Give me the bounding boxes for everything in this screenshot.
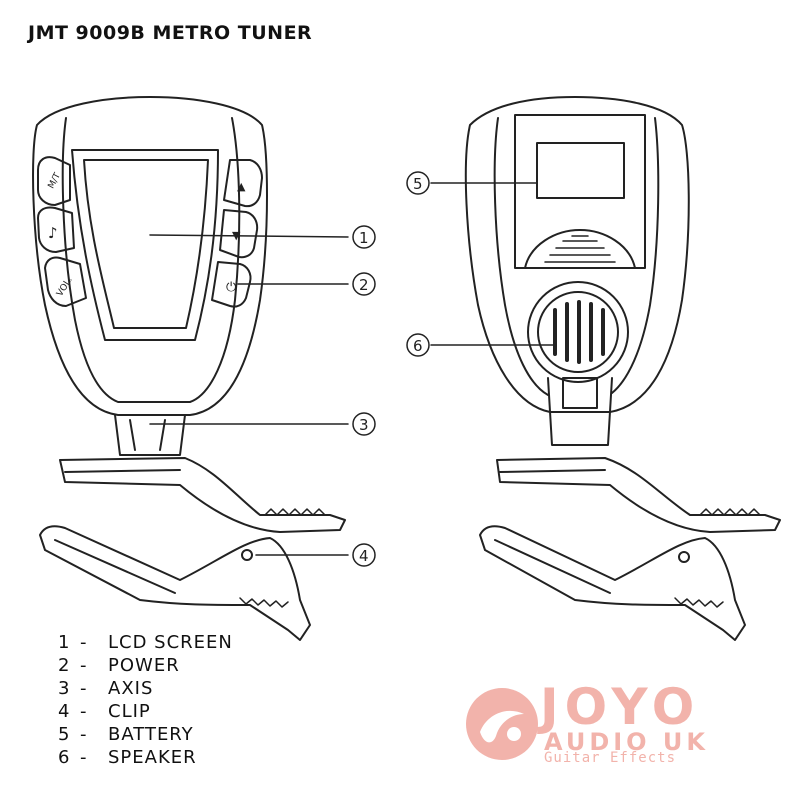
page-title: JMT 9009B METRO TUNER	[28, 22, 313, 44]
callout-3	[352, 412, 376, 436]
front-view: M/T ♪ VOL. ▲ ▼ ⏻	[32, 96, 349, 641]
legend-label: SPEAKER	[108, 747, 197, 768]
callout-4-number: 4	[359, 547, 369, 565]
callout-1-number: 1	[359, 229, 369, 247]
callout-3-number: 3	[359, 416, 369, 434]
legend-number: 1	[58, 632, 71, 653]
legend-separator: -	[80, 655, 88, 676]
legend-number: 2	[58, 655, 71, 676]
up-button[interactable]	[223, 159, 263, 208]
down-button[interactable]	[219, 209, 259, 259]
legend-separator: -	[80, 724, 88, 745]
legend-separator: -	[80, 678, 88, 699]
speaker	[527, 281, 629, 383]
up-icon: ▲	[237, 180, 246, 193]
back-callouts: 5 6	[406, 171, 430, 357]
battery-window	[536, 142, 625, 199]
note-icon: ♪	[48, 224, 58, 242]
back-clip-lower	[479, 525, 746, 641]
legend-label: BATTERY	[108, 724, 194, 745]
callout-5	[406, 171, 430, 195]
front-callouts: 1 2 3 4	[352, 225, 376, 567]
axis	[114, 414, 186, 456]
callout-6	[406, 333, 430, 357]
clip	[39, 525, 311, 641]
mt-label: M/T	[47, 171, 64, 191]
logo-tagline: Guitar Effects	[544, 750, 677, 766]
parts-legend: 1 - LCD SCREEN 2 - POWER 3 - AXIS 4 - CL…	[58, 632, 233, 770]
legend-number: 3	[58, 678, 71, 699]
logo-sub: AUDIO UK	[544, 728, 710, 756]
callout-1	[352, 225, 376, 249]
back-view	[430, 96, 781, 641]
clip-pivot	[241, 549, 253, 561]
callout-6-number: 6	[413, 337, 423, 355]
back-clip-upper	[496, 457, 781, 533]
legend-separator: -	[80, 701, 88, 722]
legend-label: CLIP	[108, 701, 151, 722]
joyo-swirl-icon	[466, 688, 538, 760]
legend-label: AXIS	[108, 678, 154, 699]
legend-separator: -	[80, 747, 88, 768]
mt-button[interactable]	[37, 156, 71, 206]
battery-compartment	[514, 114, 646, 269]
legend-item: 5 - BATTERY	[58, 724, 233, 747]
vol-button[interactable]	[44, 256, 87, 307]
legend-number: 4	[58, 701, 71, 722]
legend-item: 2 - POWER	[58, 655, 233, 678]
legend-number: 5	[58, 724, 71, 745]
logo-brand: JOYO	[540, 678, 701, 736]
note-button[interactable]	[37, 206, 75, 253]
legend-label: POWER	[108, 655, 180, 676]
joyo-logo-watermark: JOYO AUDIO UK Guitar Effects	[462, 678, 742, 774]
legend-item: 6 - SPEAKER	[58, 747, 233, 770]
lcd-screen	[71, 149, 219, 341]
callout-4	[352, 543, 376, 567]
legend-number: 6	[58, 747, 71, 768]
front-body	[32, 96, 268, 416]
power-button[interactable]	[211, 261, 252, 308]
legend-item: 4 - CLIP	[58, 701, 233, 724]
callout-5-number: 5	[413, 175, 423, 193]
legend-item: 3 - AXIS	[58, 678, 233, 701]
legend-item: 1 - LCD SCREEN	[58, 632, 233, 655]
front-clip-upper	[59, 457, 346, 533]
legend-separator: -	[80, 632, 88, 653]
callout-2	[352, 272, 376, 296]
callout-2-number: 2	[359, 276, 369, 294]
legend-label: LCD SCREEN	[108, 632, 233, 653]
power-icon: ⏻	[226, 280, 236, 295]
